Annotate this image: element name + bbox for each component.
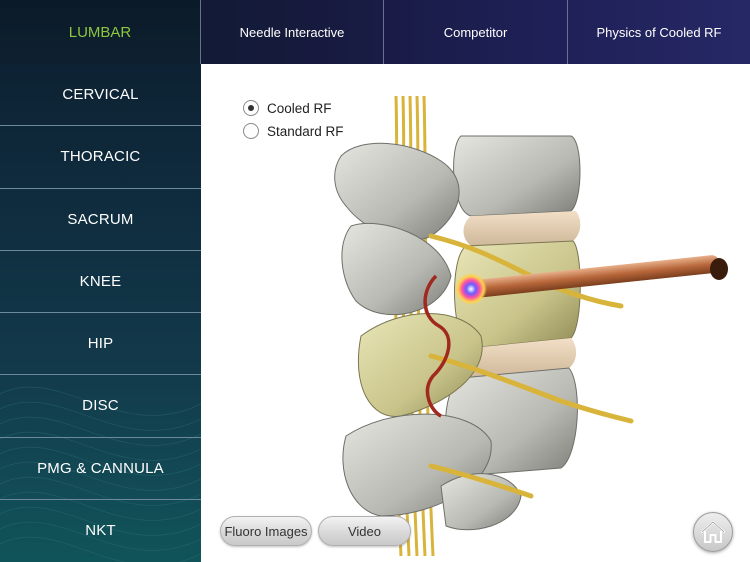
rf-probe [465,255,728,299]
sidebar-item-pmg-cannula[interactable]: PMG & CANNULA [0,438,201,500]
sidebar: CERVICAL THORACIC SACRUM KNEE HIP DISC P… [0,64,201,562]
video-button[interactable]: Video [318,516,411,546]
standard-rf-radio[interactable] [243,123,259,139]
home-icon [701,521,725,543]
tab-competitor[interactable]: Competitor [384,0,568,64]
lumbar-spine-illustration [334,95,728,557]
sidebar-item-thoracic[interactable]: THORACIC [0,126,201,189]
tab-physics-of-cooled-rf[interactable]: Physics of Cooled RF [596,24,722,40]
standard-rf-option[interactable]: Standard RF [243,123,344,139]
tab-lumbar[interactable]: LUMBAR [0,0,201,64]
home-button[interactable] [693,512,733,552]
rf-heat-zone [455,273,487,305]
sidebar-item-nkt[interactable]: NKT [85,522,116,540]
sidebar-item-disc[interactable]: DISC [0,375,201,438]
cooled-rf-radio[interactable] [243,100,259,116]
top-navigation: LUMBAR Needle Interactive Competitor Phy… [0,0,750,64]
sidebar-item-sacrum[interactable]: SACRUM [0,189,201,251]
sidebar-item-hip[interactable]: HIP [0,313,201,376]
sidebar-item-knee[interactable]: KNEE [0,251,201,313]
cooled-rf-label: Cooled RF [267,100,332,116]
tab-needle-interactive[interactable]: Needle Interactive [201,0,384,64]
fluoro-images-button[interactable]: Fluoro Images [220,516,312,546]
sidebar-item-cervical[interactable]: CERVICAL [0,64,201,127]
radio-selected-dot [248,105,254,111]
cooled-rf-option[interactable]: Cooled RF [243,100,332,116]
standard-rf-label: Standard RF [267,123,344,139]
main-content: Cooled RF Standard RF [201,64,750,562]
